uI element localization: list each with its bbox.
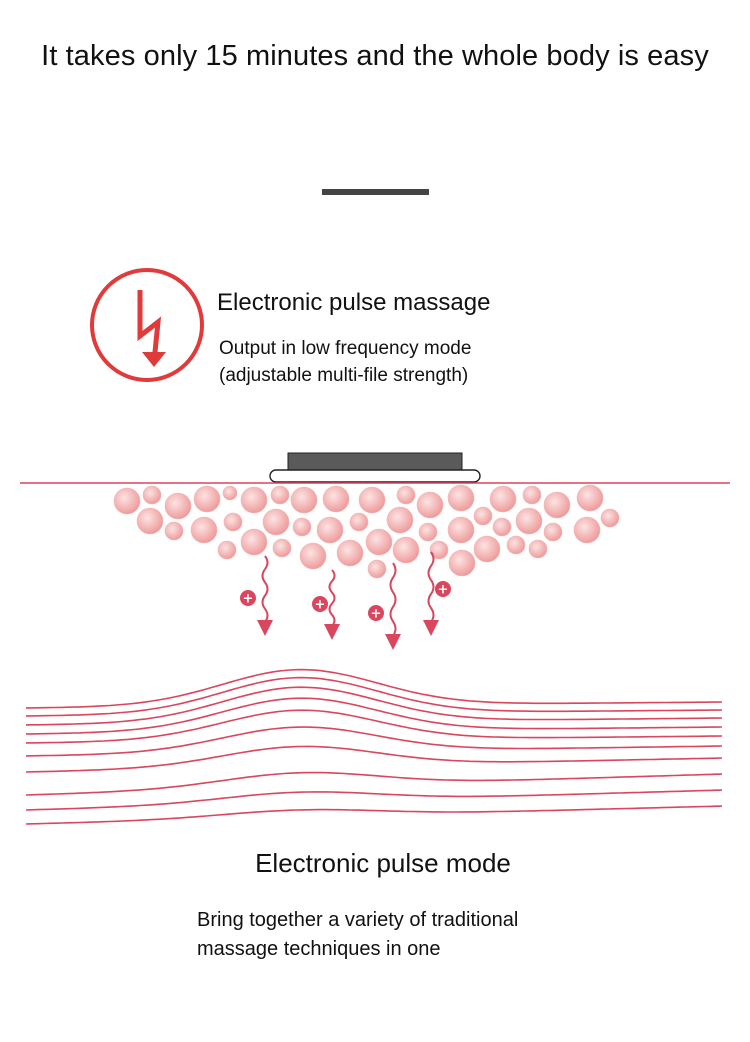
bubble [240,486,268,514]
bubble [193,485,221,513]
bubble [142,485,162,505]
feature-title: Electronic pulse massage [217,289,491,316]
bubble [447,516,475,544]
bubble [358,486,386,514]
pulse-arrowhead [257,620,273,636]
bubble [164,521,184,541]
pulse-arrow [261,555,269,623]
bubble [386,506,414,534]
tissue-line [26,709,723,744]
bubble [492,517,512,537]
bubble-cluster [113,484,620,579]
tissue-lines [25,668,723,825]
svg-text:+: + [243,592,254,607]
feature-description: Output in low frequency mode (adjustable… [219,335,471,389]
tissue-line [26,676,723,717]
bubble [240,528,268,556]
bubble [543,491,571,519]
bubble [396,485,416,505]
bubble [336,539,364,567]
bubble [489,485,517,513]
bubble [270,485,290,505]
tissue-line [26,697,723,735]
bubble [262,508,290,536]
bubble [418,522,438,542]
bubble [600,508,620,528]
bubble [292,517,312,537]
bubble [429,540,449,560]
bubble [290,486,318,514]
tissue-line [25,745,723,773]
bubble [573,516,601,544]
positive-ion-icon: + [435,581,451,598]
section-divider [322,189,429,195]
pulse-arrow [328,569,336,627]
mode-title: Electronic pulse mode [255,848,511,878]
bubble [543,522,563,542]
svg-text:+: + [371,607,382,622]
tissue-line [25,726,723,757]
tissue-line [25,771,723,796]
bubble [223,512,243,532]
bubble [528,539,548,559]
svg-text:+: + [315,598,326,613]
bubble [448,549,476,577]
bubble [190,516,218,544]
feature-desc-line-2: (adjustable multi-file strength) [219,365,469,386]
bubble [447,484,475,512]
pulse-diagram: + + + + [20,452,730,825]
bubble [113,487,141,515]
mode-desc-line-2: massage techniques in one [197,938,441,960]
bubble [416,491,444,519]
bubble [506,535,526,555]
bubble [316,516,344,544]
bubble [392,536,420,564]
bubble [365,528,393,556]
pulse-arrow [427,551,435,623]
bubble [217,540,237,560]
tissue-line [25,686,723,726]
bubble [576,484,604,512]
pulse-arrowhead [385,634,401,650]
bubble [322,485,350,513]
device-pad [287,452,463,471]
bubble [272,538,292,558]
ion-markers: + + + + [240,581,451,622]
device-base [269,469,481,483]
feature-desc-line-1: Output in low frequency mode [219,338,472,359]
bubble [522,485,542,505]
svg-text:+: + [438,583,449,598]
bubble [367,559,387,579]
tissue-line [25,789,723,811]
bubble [136,507,164,535]
pulse-arrows [257,551,439,650]
positive-ion-icon: + [240,590,256,607]
pulse-arrow [389,562,397,637]
pulse-arrowhead [324,624,340,640]
tissue-line [26,668,723,709]
bubble [349,512,369,532]
positive-ion-icon: + [312,596,328,613]
pulse-arrowhead [423,620,439,636]
bubble [473,506,493,526]
bubble [299,542,327,570]
page-headline: It takes only 15 minutes and the whole b… [41,40,709,72]
mode-description: Bring together a variety of traditional … [197,906,518,964]
lightning-bolt-icon [90,268,204,382]
positive-ion-icon: + [368,605,384,622]
bubble [473,535,501,563]
bubble [222,485,238,501]
bubble [515,507,543,535]
bubble [164,492,192,520]
tissue-line [25,805,723,825]
mode-desc-line-1: Bring together a variety of traditional [197,909,519,931]
